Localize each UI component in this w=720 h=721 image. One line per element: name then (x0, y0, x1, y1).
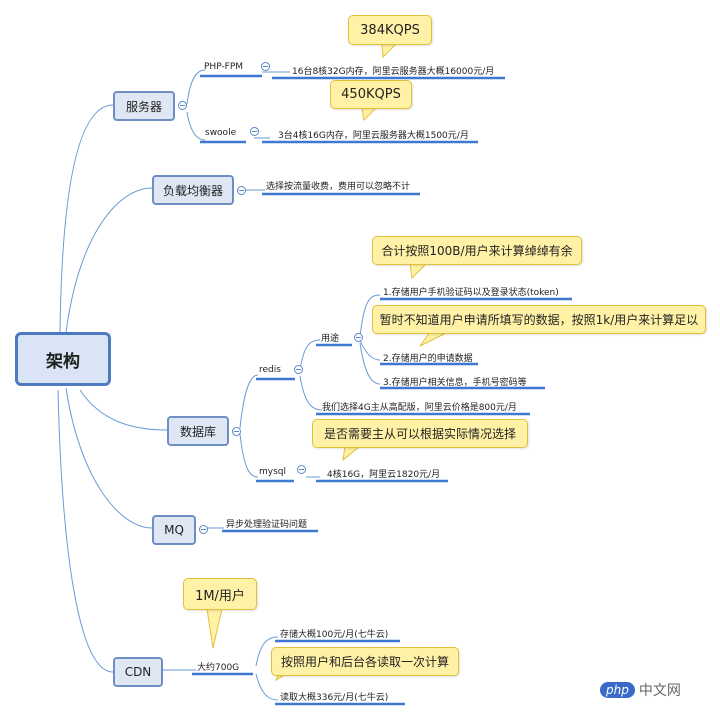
branch-mq[interactable]: MQ (152, 515, 196, 545)
lb-detail[interactable]: 选择按流量收费，费用可以忽略不计 (266, 182, 411, 192)
collapse-toggle-icon[interactable] (232, 427, 241, 436)
root-node[interactable]: 架构 (15, 332, 111, 386)
server-phpfpm-detail[interactable]: 16台8核32G内存，阿里云服务器大概16000元/月 (292, 67, 495, 77)
redis-use-3[interactable]: 3.存储用户相关信息，手机号密码等 (383, 378, 527, 388)
redis-use-2[interactable]: 2.存储用户的申请数据 (383, 354, 473, 364)
php-logo-icon: php (600, 682, 635, 698)
cdn-storage[interactable]: 存储大概100元/月(七牛云) (280, 630, 389, 640)
redis-use-1[interactable]: 1.存储用户手机验证码以及登录状态(token) (383, 288, 559, 298)
callout-phpfpm-qps: 384KQPS (348, 15, 432, 45)
cdn-read[interactable]: 读取大概336元/月(七牛云) (280, 693, 389, 703)
branch-load-balancer[interactable]: 负载均衡器 (152, 175, 234, 205)
callout-cdn-per-user: 1M/用户 (183, 578, 257, 610)
callout-swoole-qps: 450KQPS (330, 80, 412, 109)
redis-usage-label[interactable]: 用途 (321, 334, 340, 344)
watermark: php 中文网 (600, 680, 681, 700)
branch-database[interactable]: 数据库 (167, 416, 229, 446)
collapse-toggle-icon[interactable] (178, 101, 187, 110)
mysql-detail[interactable]: 4核16G，阿里云1820元/月 (327, 470, 441, 480)
server-swoole-detail[interactable]: 3台4核16G内存，阿里云服务器大概1500元/月 (278, 131, 469, 141)
cdn-size[interactable]: 大约700G (197, 663, 240, 673)
collapse-toggle-icon[interactable] (294, 365, 303, 374)
server-phpfpm-label[interactable]: PHP-FPM (204, 62, 244, 72)
collapse-toggle-icon[interactable] (297, 465, 306, 474)
collapse-toggle-icon[interactable] (199, 525, 208, 534)
mq-detail[interactable]: 异步处理验证码问题 (226, 520, 308, 530)
server-swoole-label[interactable]: swoole (205, 128, 237, 138)
collapse-toggle-icon[interactable] (354, 333, 363, 342)
callout-redis-usage-total: 合计按照100B/用户来计算绰绰有余 (372, 236, 582, 265)
watermark-text: 中文网 (638, 683, 681, 699)
db-mysql-label[interactable]: mysql (259, 467, 286, 477)
collapse-toggle-icon[interactable] (250, 127, 259, 136)
branch-server[interactable]: 服务器 (113, 91, 175, 121)
collapse-toggle-icon[interactable] (261, 62, 270, 71)
callout-cdn-read: 按照用户和后台各读取一次计算 (271, 647, 459, 676)
callout-redis-use-1: 暂时不知道用户申请所填写的数据，按照1k/用户来计算足以 (372, 305, 706, 334)
callout-redis-master-slave: 是否需要主从可以根据实际情况选择 (312, 419, 528, 448)
branch-cdn[interactable]: CDN (113, 657, 163, 687)
redis-choice[interactable]: 我们选择4G主从高配版，阿里云价格是800元/月 (322, 403, 517, 413)
db-redis-label[interactable]: redis (259, 365, 281, 375)
collapse-toggle-icon[interactable] (237, 186, 246, 195)
